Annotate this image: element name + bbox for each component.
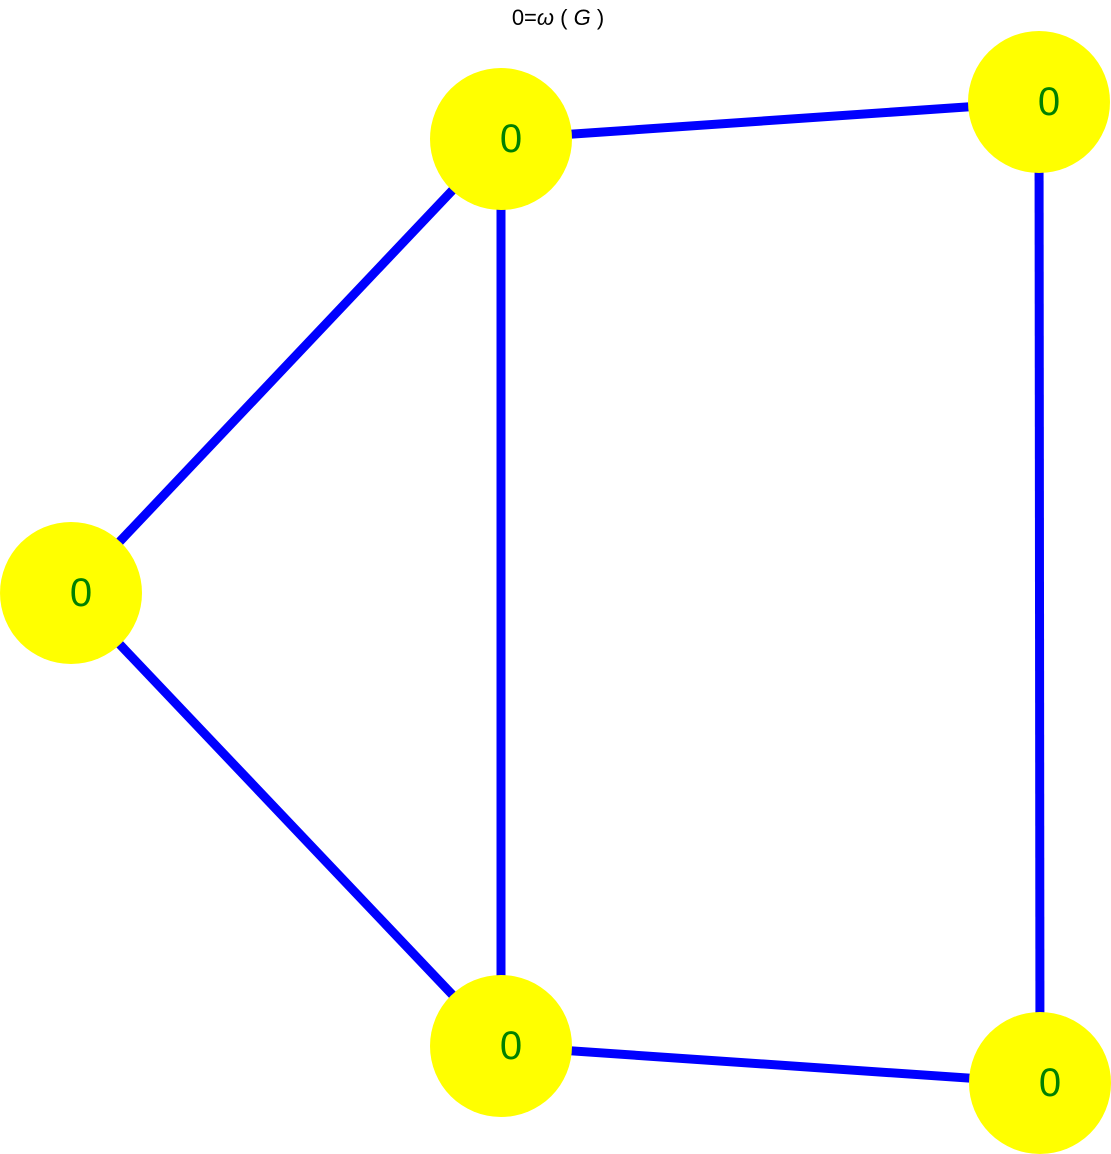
node-top-right: 0 [968,31,1110,173]
edge-top-right-bottom-right [1034,101,1045,1084]
node-label: 0 [500,1024,522,1068]
edge-left-bottom-left [67,589,505,1050]
node-label: 0 [70,571,92,615]
node-circle [969,1012,1111,1154]
title-close-paren: ) [591,5,604,30]
node-circle [0,522,142,664]
edges-layer [67,97,1045,1088]
edge-bottom-left-bottom-right [500,1041,1041,1088]
graph-title: 0=ω ( G ) [512,5,604,30]
node-label: 0 [500,117,522,161]
node-circle [968,31,1110,173]
title-prefix: 0= [512,5,537,30]
node-left: 0 [0,522,142,664]
node-bottom-right: 0 [969,1012,1111,1154]
node-label: 0 [1039,1061,1061,1105]
node-top-left: 0 [430,68,572,210]
title-open-paren: ( [554,5,574,30]
nodes-layer: 0 0 0 0 0 [0,31,1111,1154]
title-variable: G [574,5,591,30]
node-label: 0 [1038,80,1060,124]
edge-top-left-top-right [500,97,1040,144]
node-circle [430,975,572,1117]
node-bottom-left: 0 [430,975,572,1117]
node-circle [430,68,572,210]
title-omega: ω [537,5,554,30]
edge-top-left-left [67,135,505,597]
